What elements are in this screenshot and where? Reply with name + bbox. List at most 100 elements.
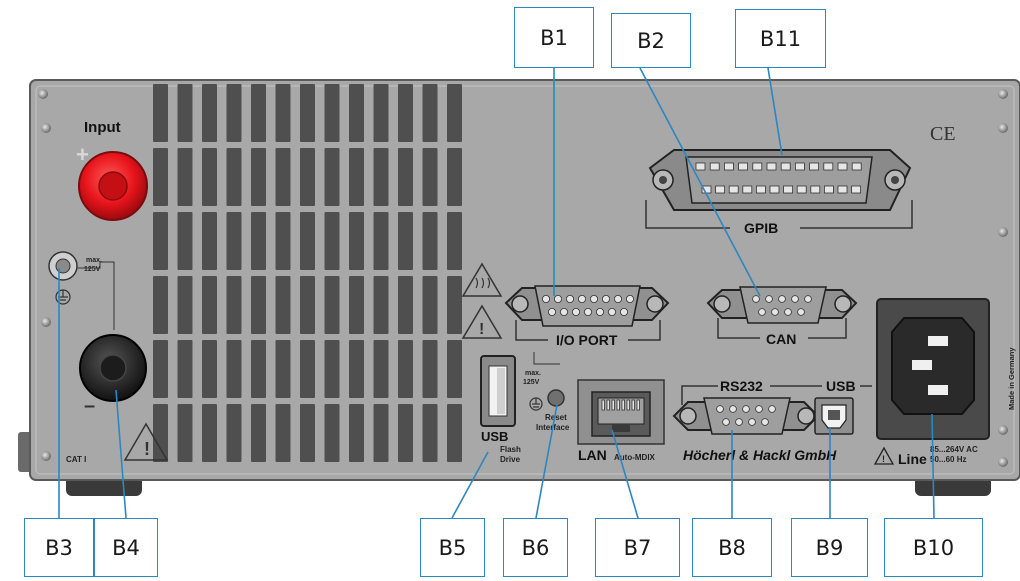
vent-slot <box>153 148 168 206</box>
vent-slot <box>325 148 340 206</box>
vent-slot <box>398 340 413 398</box>
vent-slot <box>374 340 389 398</box>
usb-front-label: USB <box>481 429 508 444</box>
vent-slot <box>398 404 413 462</box>
vent-slot <box>423 84 438 142</box>
svg-text:!: ! <box>479 321 484 338</box>
vent-slot <box>251 84 266 142</box>
screw-icon <box>680 408 696 424</box>
max-label-2: max. <box>525 370 541 377</box>
gpib-pin <box>724 163 733 170</box>
callout-b4-label: B4 <box>112 536 140 560</box>
screw-icon <box>798 408 814 424</box>
rs232-pin <box>743 406 750 413</box>
vent-slot <box>178 340 193 398</box>
vent-slot <box>202 340 217 398</box>
vent-slot <box>349 212 364 270</box>
vent-slot <box>398 84 413 142</box>
vent-slot <box>423 340 438 398</box>
gpib-pin <box>852 186 861 193</box>
io-pin <box>548 308 555 315</box>
ce-mark: CE <box>930 123 956 145</box>
vent-slot <box>325 212 340 270</box>
vent-slot <box>349 148 364 206</box>
io-pin <box>542 295 549 302</box>
vent-slot <box>276 340 291 398</box>
gpib-pin <box>838 186 847 193</box>
io-pin <box>590 295 597 302</box>
vent-slot <box>374 148 389 206</box>
screw-icon <box>41 317 51 327</box>
vent-slot <box>349 340 364 398</box>
vent-slot <box>276 84 291 142</box>
ground-terminal-center <box>56 259 70 273</box>
vent-slot <box>251 276 266 334</box>
vent-slot <box>300 148 315 206</box>
can-pin <box>785 309 792 316</box>
gpib-label: GPIB <box>744 220 778 236</box>
callout-b4: B4 <box>94 518 158 577</box>
rs232-pin <box>736 419 743 426</box>
lan-label: LAN <box>578 447 607 463</box>
line-label: Line <box>898 451 927 467</box>
gpib-pin <box>767 163 776 170</box>
callout-b2-label: B2 <box>637 29 665 53</box>
vent-slot <box>447 276 462 334</box>
gpib-pin <box>710 163 719 170</box>
screw-icon <box>41 451 51 461</box>
screw-icon <box>835 296 851 312</box>
vent-slot <box>178 84 193 142</box>
can-pin <box>805 296 812 303</box>
gpib-pin <box>729 186 738 193</box>
gpib-pin <box>838 163 847 170</box>
callout-b7-label: B7 <box>624 536 652 560</box>
callout-b10-label: B10 <box>913 536 954 560</box>
io-pin <box>560 308 567 315</box>
vent-slot <box>178 276 193 334</box>
vent-slot <box>398 212 413 270</box>
vent-slot <box>300 340 315 398</box>
rs232-label: RS232 <box>720 378 763 394</box>
reset-button[interactable] <box>548 390 564 406</box>
io-pin <box>608 308 615 315</box>
can-pin <box>798 309 805 316</box>
vent-slot <box>423 404 438 462</box>
can-pin <box>753 296 760 303</box>
gpib-pin <box>784 186 793 193</box>
vent-slot <box>276 276 291 334</box>
gpib-pin <box>696 163 705 170</box>
vent-slot <box>349 404 364 462</box>
screw-icon <box>41 123 51 133</box>
rs232-pin <box>749 419 756 426</box>
vent-slot <box>423 212 438 270</box>
vent-slot <box>325 84 340 142</box>
gpib-pin <box>716 186 725 193</box>
flash-label-1: Flash <box>500 445 521 454</box>
usb-b-tongue <box>828 410 840 420</box>
vent-slot <box>447 148 462 206</box>
can-pin <box>792 296 799 303</box>
minus-sign: – <box>84 395 95 417</box>
vent-slot <box>227 148 242 206</box>
io-pin <box>620 308 627 315</box>
io-pin <box>578 295 585 302</box>
vent-slot <box>423 148 438 206</box>
lan-contact <box>627 400 630 410</box>
lan-contact <box>612 400 615 410</box>
vent-slot <box>325 404 340 462</box>
lan-contact <box>607 400 610 410</box>
gpib-pin <box>852 163 861 170</box>
gpib-pin <box>810 163 819 170</box>
lan-clip <box>612 424 630 432</box>
callout-b8-label: B8 <box>718 536 746 560</box>
vent-slot <box>153 276 168 334</box>
vent-slot <box>447 212 462 270</box>
screw-icon <box>891 176 899 184</box>
can-pin <box>766 296 773 303</box>
flash-label-2: Drive <box>500 455 521 464</box>
vent-slot <box>153 404 168 462</box>
io-pin <box>572 308 579 315</box>
gpib-pin <box>811 186 820 193</box>
gpib-pin <box>770 186 779 193</box>
